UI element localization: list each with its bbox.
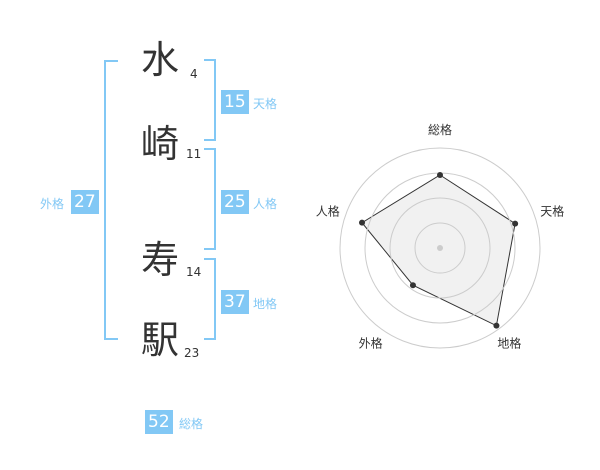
radar-inner-ring-1 bbox=[414, 222, 466, 274]
ten-value-badge: 15 bbox=[221, 90, 249, 114]
name-char-1: 水 bbox=[140, 38, 179, 82]
chi-label: 地格 bbox=[253, 297, 278, 311]
radar-point-5 bbox=[359, 219, 366, 226]
chi-bracket bbox=[204, 258, 216, 340]
radar-data-points bbox=[359, 172, 519, 329]
jin-label: 人格 bbox=[253, 197, 278, 211]
radar-point-1 bbox=[437, 172, 443, 178]
radar-center-dot bbox=[437, 245, 443, 251]
so-value-badge: 52 bbox=[145, 410, 173, 434]
chi-value-badge: 37 bbox=[221, 290, 249, 314]
radar-axis-label-4: 外格 bbox=[359, 335, 383, 350]
radar-axis-label-2: 天格 bbox=[540, 204, 564, 219]
stroke-count-2: 11 bbox=[186, 147, 202, 161]
radar-inner-ring-2 bbox=[389, 197, 491, 299]
gai-bracket bbox=[104, 60, 118, 340]
name-char-3: 寿 bbox=[140, 238, 179, 282]
so-label: 総格 bbox=[179, 417, 204, 431]
stroke-count-3: 14 bbox=[186, 265, 202, 279]
gai-label: 外格 bbox=[40, 197, 65, 211]
gai-value-badge: 27 bbox=[71, 190, 99, 214]
stroke-count-4: 23 bbox=[184, 346, 200, 360]
jin-value-badge: 25 bbox=[221, 190, 249, 214]
ten-bracket bbox=[204, 59, 216, 141]
stroke-count-1: 4 bbox=[190, 67, 198, 81]
radar-axis-label-1: 総格 bbox=[428, 122, 452, 137]
name-char-4: 駅 bbox=[140, 318, 179, 362]
radar-point-2 bbox=[512, 220, 519, 227]
name-char-2: 崎 bbox=[140, 122, 179, 166]
ten-label: 天格 bbox=[253, 97, 278, 111]
radar-axis-label-5: 人格 bbox=[316, 204, 340, 219]
radar-point-3 bbox=[493, 322, 500, 329]
radar-point-4 bbox=[409, 282, 416, 289]
radar-axis-label-3: 地格 bbox=[497, 335, 521, 350]
jin-bracket bbox=[204, 148, 216, 250]
